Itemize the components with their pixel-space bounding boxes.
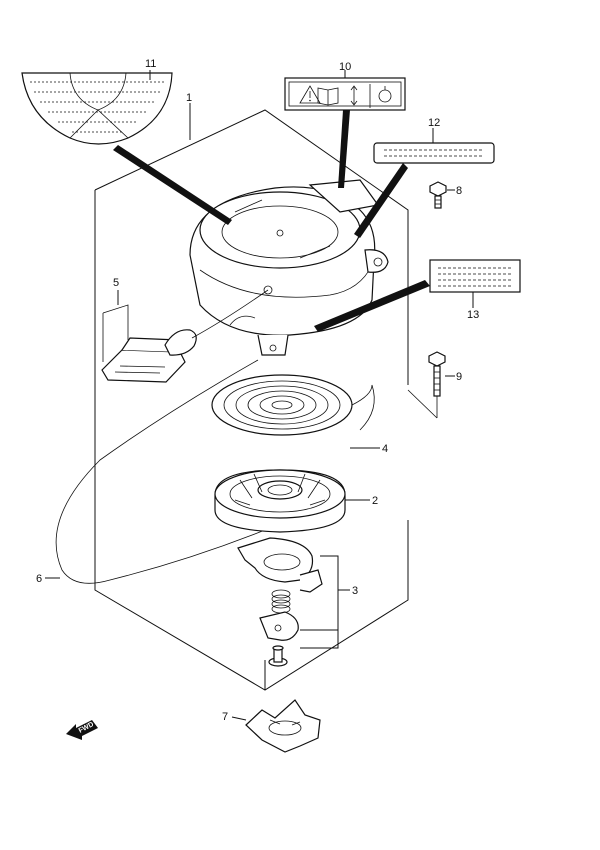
recoil-spring-part-4[interactable] [211,374,375,436]
callout-9: 9 [456,371,462,383]
ratchet-assembly-part-3[interactable] [237,537,323,667]
handle-part-5[interactable] [101,304,197,383]
pull-arrow-icon [350,85,358,106]
callout-3: 3 [352,585,358,597]
callout-13: 13 [467,309,479,321]
leader-lines [45,70,474,721]
callout-7: 7 [222,711,228,723]
callout-2: 2 [372,495,378,507]
warning-triangle-icon [299,85,321,104]
callout-10: 10 [339,61,351,73]
decal-hatch [30,81,165,133]
callout-4: 4 [382,443,388,455]
ratchet-screw [268,645,288,667]
ratchet-spring [271,589,291,614]
callout-11: 11 [145,58,156,70]
callout-8: 8 [456,185,462,197]
starter-housing-part-1[interactable] [189,179,389,356]
warning-label-part-10[interactable] [284,77,406,111]
callout-labels: 11 10 1 12 8 5 13 9 4 2 6 3 7 [36,58,479,723]
starter-rope-part-6[interactable] [55,285,273,584]
callout-12: 12 [428,117,440,129]
long-bolt-part-9[interactable] [407,351,446,419]
bolt-part-8[interactable] [429,181,447,209]
assembly-outline-box [94,109,409,691]
drive-plate-part-7[interactable] [245,699,321,753]
label-strip-part-12[interactable] [373,142,495,164]
label-part-13[interactable] [429,259,521,293]
rope-reel-part-2[interactable] [214,469,346,533]
manual-book-icon [317,87,339,106]
label-pointer-wedges [113,110,430,332]
forward-direction-marker: FWD [66,720,98,740]
callout-6: 6 [36,573,42,585]
callout-1: 1 [186,92,192,104]
shift-icon [369,84,392,108]
callout-5: 5 [113,277,119,289]
decal-part-11[interactable] [21,72,173,145]
